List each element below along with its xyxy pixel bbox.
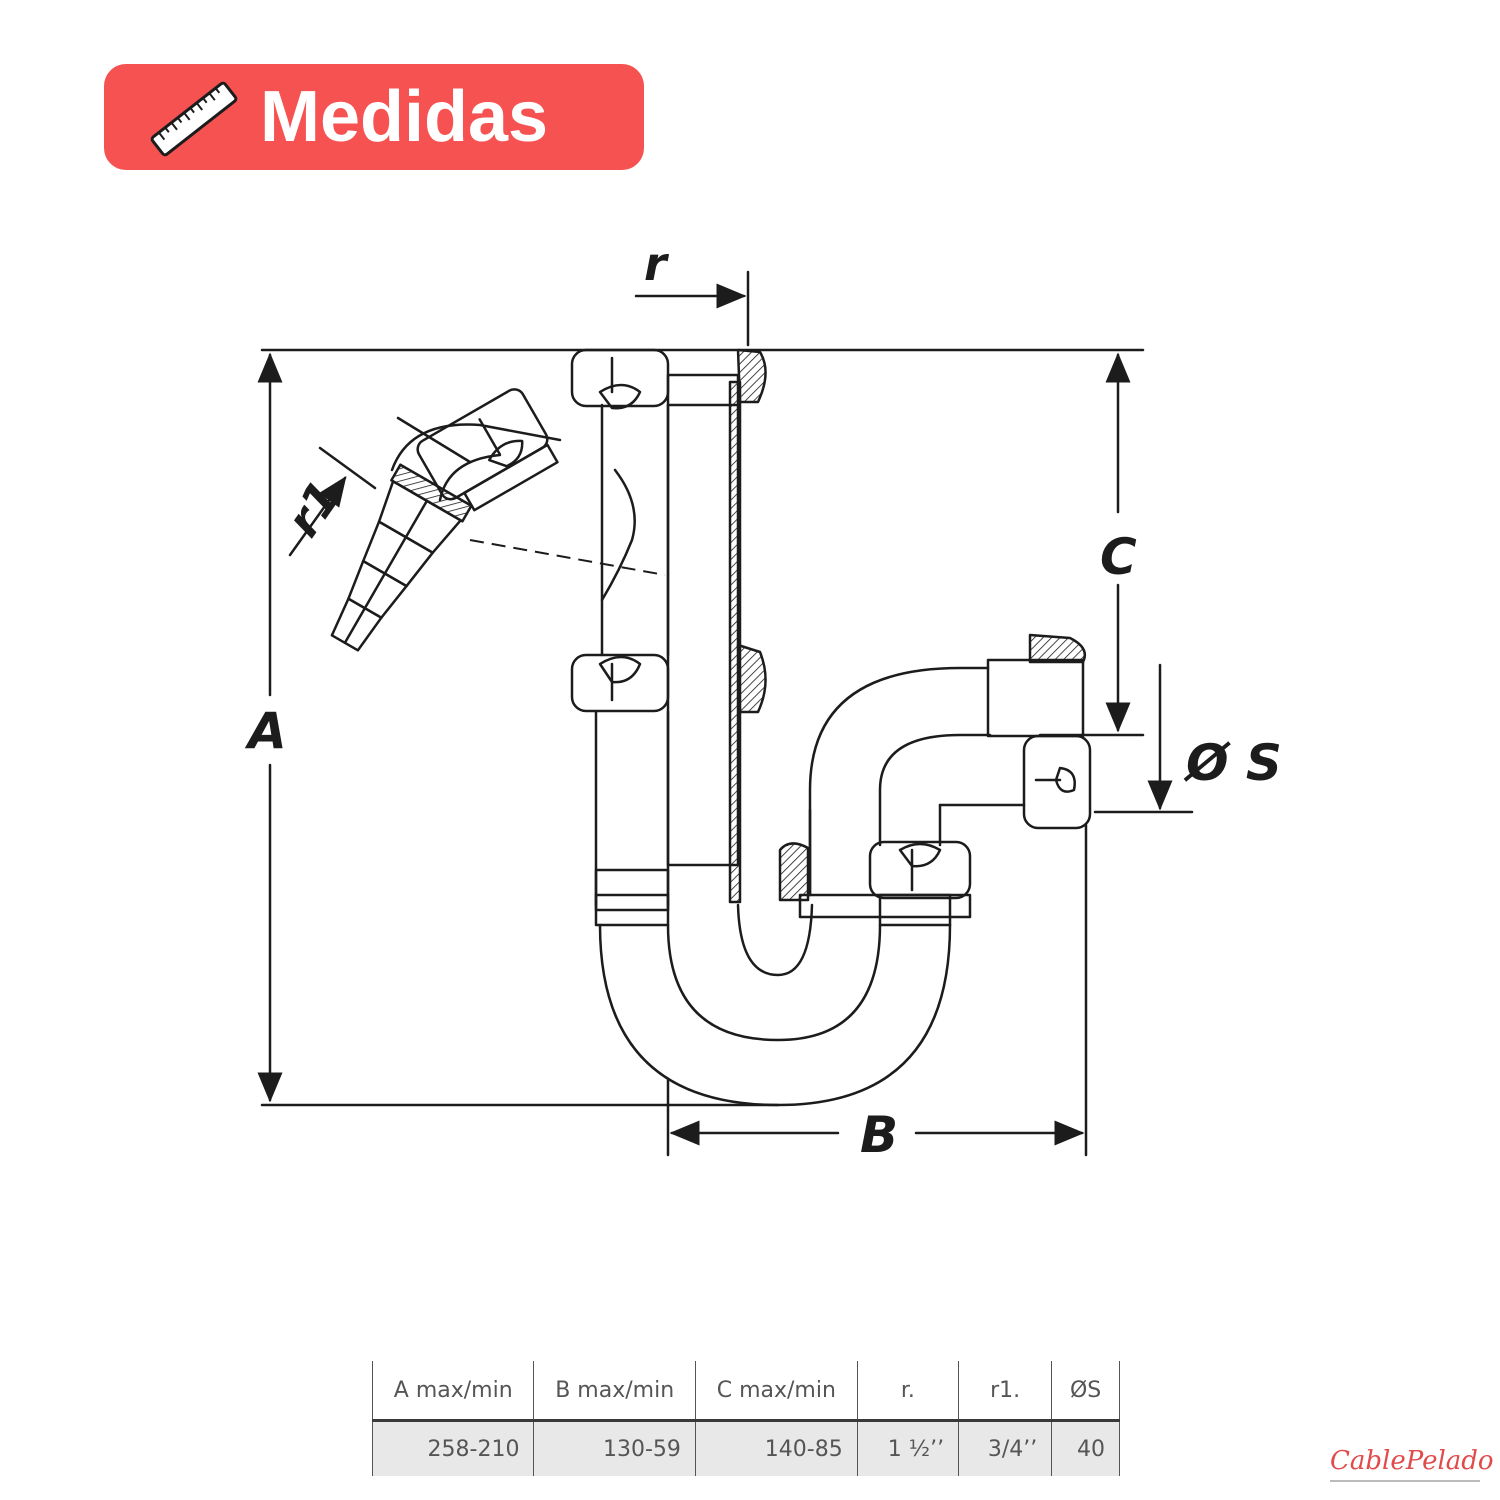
right-nut bbox=[868, 840, 972, 900]
header-r1: r1. bbox=[958, 1361, 1053, 1422]
label-a: A bbox=[244, 702, 287, 760]
outlet-pipe bbox=[986, 658, 1085, 738]
inner-pipe bbox=[666, 373, 740, 867]
value-r1: 3/4’’ bbox=[958, 1420, 1053, 1476]
extension-line-r1-a bbox=[318, 446, 377, 490]
spec-table-row: 258-210 130-59 140-85 1 ½’’ 3/4’’ 40 bbox=[371, 1420, 1120, 1476]
hose-spigot bbox=[330, 463, 473, 652]
u-bend-inner-small bbox=[736, 903, 814, 977]
label-b: B bbox=[860, 1106, 898, 1164]
value-a: 258-210 bbox=[371, 1420, 535, 1476]
spec-table-header-row: A max/min B max/min C max/min r. r1. ØS bbox=[371, 1361, 1120, 1422]
label-r1: r1 bbox=[276, 471, 352, 547]
value-s: 40 bbox=[1051, 1420, 1120, 1476]
inner-pipe-wall bbox=[728, 380, 742, 904]
extension-line-r1-b bbox=[396, 416, 472, 464]
header-c: C max/min bbox=[694, 1361, 858, 1422]
u-bend-outer bbox=[598, 923, 952, 1107]
ruler-icon bbox=[150, 81, 238, 157]
header-s: ØS bbox=[1051, 1361, 1120, 1422]
header-a: A max/min bbox=[371, 1361, 535, 1422]
value-b: 130-59 bbox=[533, 1420, 696, 1476]
label-s: Ø S bbox=[1183, 734, 1282, 792]
dimension-line-r1 bbox=[288, 475, 347, 557]
label-c: C bbox=[1100, 528, 1137, 586]
value-c: 140-85 bbox=[694, 1420, 858, 1476]
spec-table: A max/min B max/min C max/min r. r1. ØS … bbox=[371, 1361, 1120, 1476]
outlet-nut bbox=[1022, 734, 1092, 830]
top-thread-hatch bbox=[736, 348, 767, 404]
value-r: 1 ½’’ bbox=[856, 1420, 960, 1476]
outlet-elbow-inner bbox=[878, 733, 992, 847]
center-line bbox=[469, 539, 666, 576]
brand-underline bbox=[1330, 1480, 1480, 1482]
top-nut bbox=[570, 348, 670, 408]
outlet-elbow-outer bbox=[808, 666, 990, 897]
label-r: r bbox=[644, 237, 670, 291]
page-title: Medidas bbox=[260, 77, 549, 157]
u-bend-inner bbox=[666, 923, 882, 1042]
header-b: B max/min bbox=[533, 1361, 696, 1422]
side-inlet bbox=[416, 388, 559, 512]
brand-logo: CablePelado bbox=[1330, 1446, 1494, 1490]
middle-nut bbox=[570, 653, 670, 713]
brand-name: CablePelado bbox=[1330, 1446, 1494, 1476]
header-r: r. bbox=[856, 1361, 960, 1422]
title-badge: Medidas bbox=[104, 64, 644, 170]
